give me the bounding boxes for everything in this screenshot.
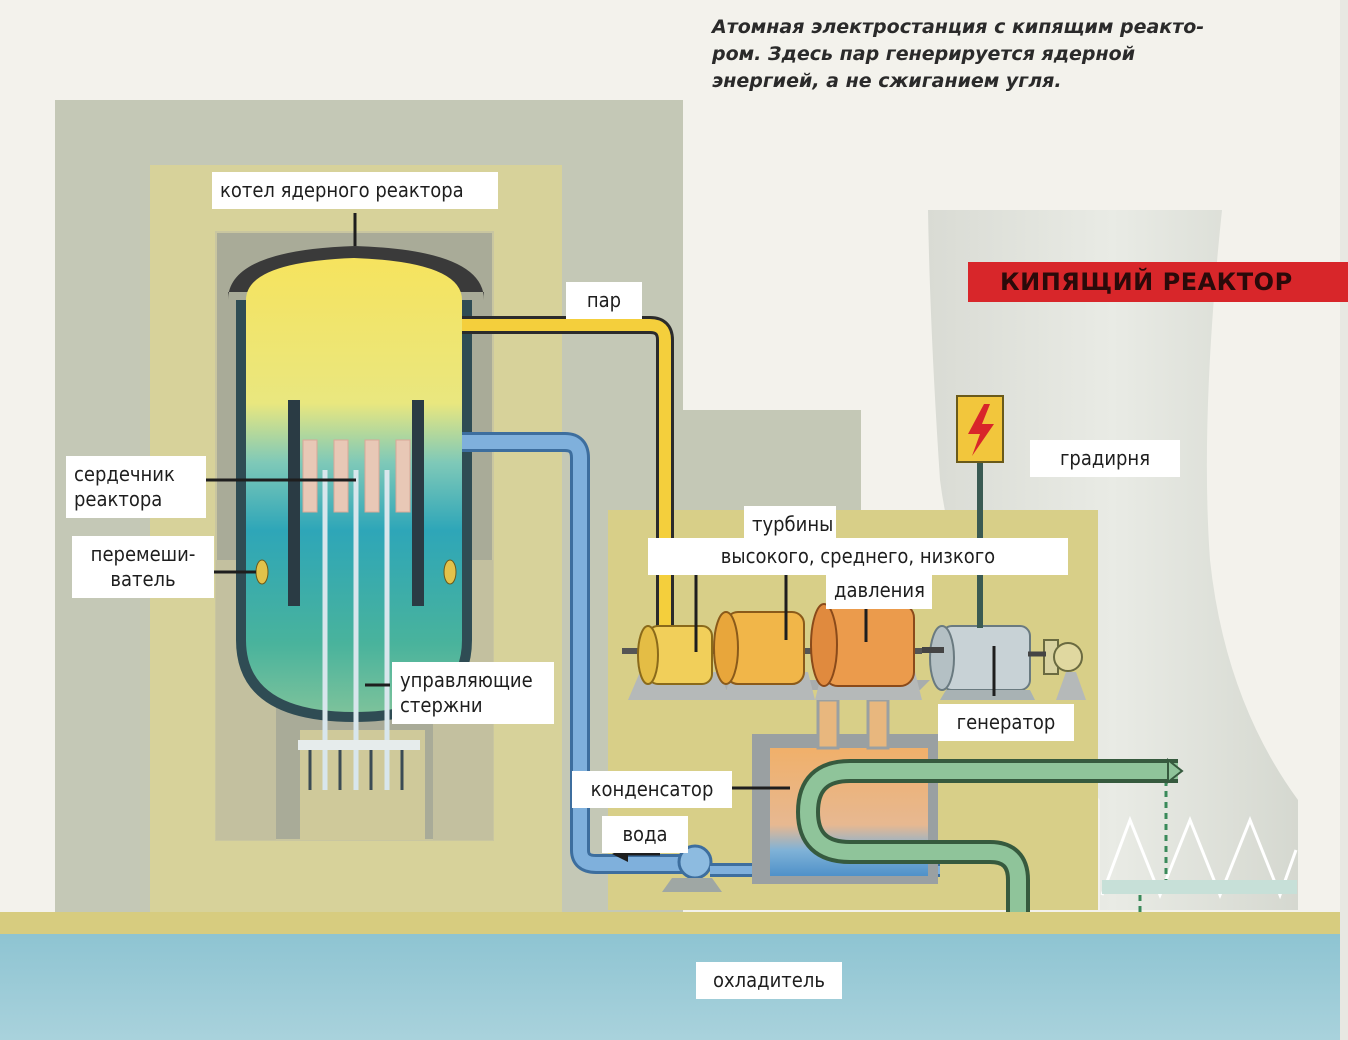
label-pressure-word: давления: [826, 572, 932, 609]
label-steam: пар: [566, 282, 642, 319]
label-water: вода: [602, 816, 688, 853]
turbine-low-pressure: [810, 603, 915, 687]
label-coolant: охладитель: [696, 962, 842, 999]
label-core: сердечник реактора: [66, 456, 206, 518]
generator: [929, 625, 1086, 700]
cooling-tower: [928, 210, 1298, 910]
label-generator: генератор: [938, 704, 1074, 741]
label-condenser: конденсатор: [572, 771, 732, 808]
figure-caption: Атомная электростанция с кипящим реакто-…: [712, 16, 1205, 92]
control-rods: [322, 470, 390, 790]
label-turbines: турбины: [744, 506, 836, 543]
reactor-core: [302, 439, 411, 513]
label-cooling-tower: градирня: [1030, 440, 1180, 477]
label-reactor-vessel: котел ядерного реактора: [212, 172, 498, 209]
title-banner: КИПЯЩИЙ РЕАКТОР: [968, 262, 1348, 302]
turbine-medium-pressure: [713, 611, 805, 685]
label-turbine-pressures: высокого, среднего, низкого: [648, 538, 1068, 575]
coolant-sea: [0, 934, 1340, 1040]
high-voltage-icon: [956, 395, 1004, 463]
ground: [0, 912, 1340, 934]
turbine-high-pressure: [637, 625, 713, 685]
mixer-propellers: [255, 559, 457, 585]
turbine-building-upper: [683, 410, 861, 518]
label-mixer: перемеши- ватель: [72, 536, 214, 598]
label-control-rods: управляющие стержни: [392, 662, 554, 724]
